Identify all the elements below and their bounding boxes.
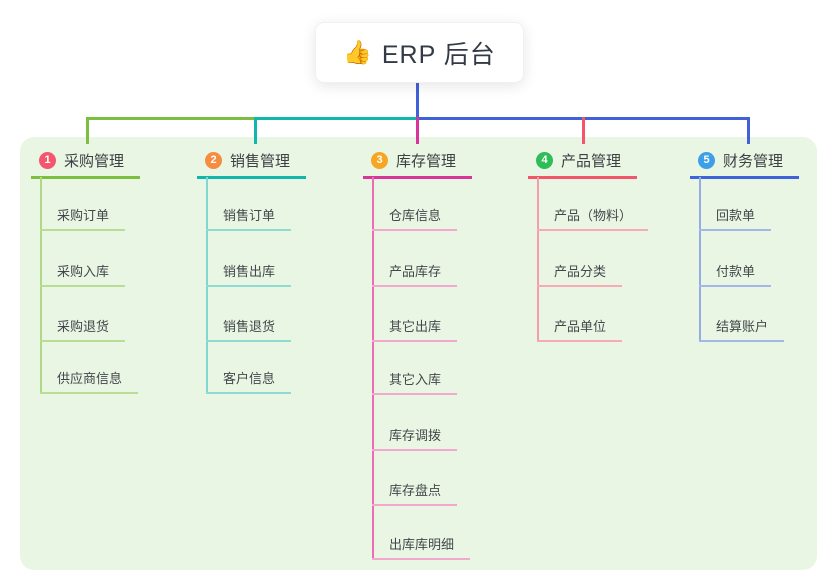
node-other-inbound[interactable]: 其它入库 bbox=[372, 367, 458, 395]
branch-sales-topic[interactable]: 2 销售管理 bbox=[197, 150, 307, 179]
node-settlement-account[interactable]: 结算账户 bbox=[699, 314, 785, 342]
connector-horizontal-green bbox=[86, 117, 255, 120]
node-stock-transfer[interactable]: 库存调拨 bbox=[372, 423, 458, 451]
root-topic-title: ERP 后台 bbox=[381, 40, 496, 69]
thumbs-up-icon: 👍 bbox=[343, 39, 372, 65]
branch-purchase-topic[interactable]: 1 采购管理 bbox=[31, 150, 141, 179]
node-sales-outbound[interactable]: 销售出库 bbox=[206, 259, 292, 287]
connector-drop-purchase bbox=[86, 117, 89, 144]
connector-drop-product bbox=[582, 117, 585, 144]
branch-finance-label: 财务管理 bbox=[723, 152, 784, 170]
badge-number-5: 5 bbox=[698, 151, 715, 169]
badge-number-2: 2 bbox=[205, 151, 222, 169]
node-outbound-detail[interactable]: 出库库明细 bbox=[372, 532, 471, 560]
node-purchase-inbound[interactable]: 采购入库 bbox=[40, 259, 126, 287]
node-supplier-info[interactable]: 供应商信息 bbox=[40, 366, 139, 394]
root-topic-node[interactable]: 👍 ERP 后台 bbox=[315, 22, 524, 83]
node-warehouse-info[interactable]: 仓库信息 bbox=[372, 203, 458, 231]
node-receipt-bill[interactable]: 回款单 bbox=[699, 203, 772, 231]
node-product-unit[interactable]: 产品单位 bbox=[537, 314, 623, 342]
node-product-category[interactable]: 产品分类 bbox=[537, 259, 623, 287]
node-sales-order[interactable]: 销售订单 bbox=[206, 203, 292, 231]
root-connector-line bbox=[416, 83, 419, 119]
branch-finance-topic[interactable]: 5 财务管理 bbox=[690, 150, 800, 179]
branch-product-spine bbox=[537, 177, 539, 341]
node-product-material[interactable]: 产品（物料） bbox=[537, 203, 649, 231]
badge-number-4: 4 bbox=[536, 151, 553, 169]
node-stock-count[interactable]: 库存盘点 bbox=[372, 478, 458, 506]
branches-panel bbox=[20, 137, 817, 570]
branch-inventory-label: 库存管理 bbox=[396, 152, 457, 170]
branch-finance-spine bbox=[699, 177, 701, 341]
node-product-stock[interactable]: 产品库存 bbox=[372, 259, 458, 287]
badge-number-3: 3 bbox=[371, 151, 388, 169]
node-purchase-return[interactable]: 采购退货 bbox=[40, 314, 126, 342]
badge-number-1: 1 bbox=[39, 151, 56, 169]
branch-inventory-topic[interactable]: 3 库存管理 bbox=[363, 150, 473, 179]
connector-drop-sales bbox=[254, 117, 257, 144]
branch-product-topic[interactable]: 4 产品管理 bbox=[528, 150, 638, 179]
branch-inventory-spine bbox=[372, 177, 374, 559]
branch-product-label: 产品管理 bbox=[561, 152, 622, 170]
connector-drop-inventory bbox=[416, 117, 419, 144]
node-sales-return[interactable]: 销售退货 bbox=[206, 314, 292, 342]
connector-horizontal-teal bbox=[254, 117, 418, 120]
branch-sales-label: 销售管理 bbox=[230, 152, 291, 170]
branch-purchase-label: 采购管理 bbox=[64, 152, 125, 170]
node-other-outbound[interactable]: 其它出库 bbox=[372, 314, 458, 342]
node-purchase-order[interactable]: 采购订单 bbox=[40, 203, 126, 231]
node-payment-bill[interactable]: 付款单 bbox=[699, 259, 772, 287]
node-customer-info[interactable]: 客户信息 bbox=[206, 366, 292, 394]
connector-drop-finance bbox=[747, 117, 750, 144]
